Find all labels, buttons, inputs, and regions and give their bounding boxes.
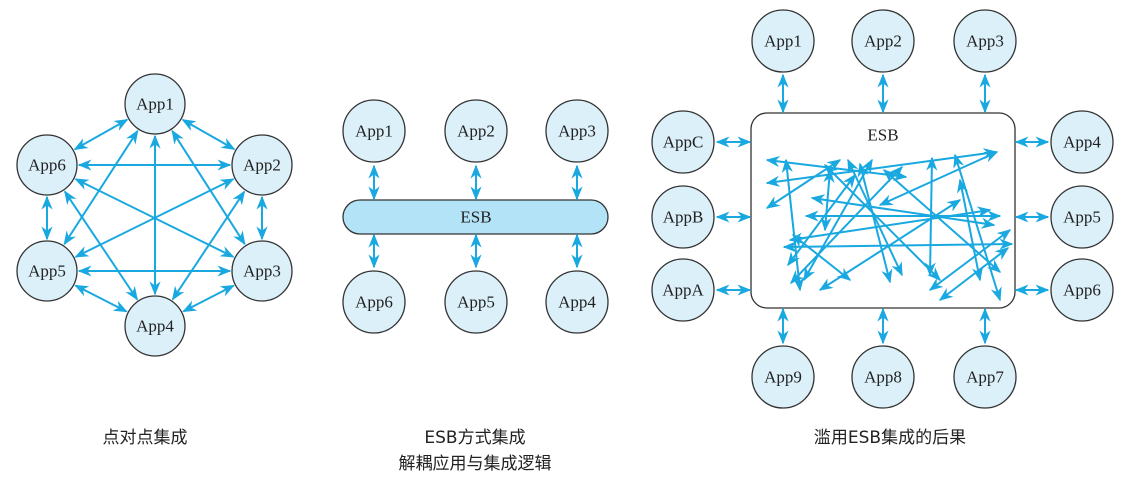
caption-line: 点对点集成 — [102, 428, 188, 448]
app-node-label: App1 — [355, 122, 393, 141]
app-node: App8 — [851, 345, 915, 409]
app-node-circle — [1050, 258, 1114, 322]
app-node: App1 — [342, 99, 406, 163]
app-node-label: App6 — [355, 293, 393, 312]
app-node: App1 — [124, 73, 186, 135]
app-node-circle — [751, 345, 815, 409]
connection-arrow — [820, 168, 835, 232]
app-node-circle — [444, 270, 508, 334]
app-node-circle — [651, 258, 715, 322]
caption-line: ESB方式集成 — [424, 428, 526, 448]
app-node-circle — [16, 134, 78, 196]
app-node-circle — [444, 99, 508, 163]
app-node-label: App5 — [457, 293, 495, 312]
app-node: App5 — [444, 270, 508, 334]
connection-arrow — [878, 151, 999, 206]
connection-arrow — [956, 178, 984, 282]
app-node-label: App8 — [864, 368, 902, 387]
esb-bus-label: ESB — [460, 208, 491, 227]
app-node-circle — [751, 9, 815, 73]
connection-arrow — [182, 284, 235, 313]
caption-line: 滥用ESB集成的后果 — [813, 428, 967, 448]
app-node: AppC — [651, 110, 715, 174]
caption-esb: ESB方式集成 解耦应用与集成逻辑 — [380, 425, 570, 477]
app-node: App3 — [231, 240, 293, 302]
app-node-circle — [342, 270, 406, 334]
app-node-label: App4 — [558, 293, 596, 312]
connection-arrow — [63, 190, 139, 301]
app-node: App2 — [851, 9, 915, 73]
app-node-label: App2 — [864, 32, 902, 51]
connection-arrow — [181, 118, 236, 151]
app-node: App2 — [231, 134, 293, 196]
app-node: App1 — [751, 9, 815, 73]
app-node-label: App1 — [136, 95, 174, 114]
app-node-circle — [851, 9, 915, 73]
app-node: App3 — [545, 99, 609, 163]
app-node: AppB — [651, 185, 715, 249]
app-node-label: App6 — [1063, 281, 1101, 300]
app-node-circle — [124, 295, 186, 357]
app-node: App4 — [124, 295, 186, 357]
caption-point-to-point: 点对点集成 — [60, 425, 230, 451]
app-node-label: AppC — [663, 133, 704, 152]
app-node-label: App4 — [136, 317, 174, 336]
app-node-circle — [16, 240, 78, 302]
app-node-label: App1 — [764, 32, 802, 51]
app-node-circle — [231, 134, 293, 196]
app-node: App6 — [16, 134, 78, 196]
connection-arrow — [74, 284, 128, 313]
app-node: AppA — [651, 258, 715, 322]
app-node: App7 — [953, 345, 1017, 409]
app-node-label: App2 — [457, 122, 495, 141]
app-node-label: App2 — [243, 156, 281, 175]
app-node-circle — [1050, 185, 1114, 249]
app-node-label: App5 — [28, 262, 66, 281]
app-node: App2 — [444, 99, 508, 163]
app-node-circle — [1050, 110, 1114, 174]
app-node: App9 — [751, 345, 815, 409]
app-node: App4 — [545, 270, 609, 334]
app-node-label: App4 — [1063, 133, 1101, 152]
app-node-label: AppA — [662, 281, 704, 300]
app-node-circle — [651, 110, 715, 174]
caption-line: 解耦应用与集成逻辑 — [398, 454, 552, 474]
app-node-circle — [342, 99, 406, 163]
app-node-label: App7 — [966, 368, 1004, 387]
app-node-label: App3 — [966, 32, 1004, 51]
app-node: App3 — [953, 9, 1017, 73]
app-node-label: AppB — [663, 208, 704, 227]
app-node-circle — [231, 240, 293, 302]
app-node: App5 — [1050, 185, 1114, 249]
app-node-label: App5 — [1063, 208, 1101, 227]
app-node-circle — [545, 99, 609, 163]
connection-arrow — [73, 118, 129, 151]
app-node-label: App3 — [558, 122, 596, 141]
app-node-circle — [124, 73, 186, 135]
caption-esb-abuse: 滥用ESB集成的后果 — [780, 425, 1000, 451]
app-node-circle — [545, 270, 609, 334]
app-node: App6 — [1050, 258, 1114, 322]
app-node-circle — [851, 345, 915, 409]
app-node-circle — [953, 345, 1017, 409]
app-node: App4 — [1050, 110, 1114, 174]
app-node-circle — [651, 185, 715, 249]
app-node-circle — [953, 9, 1017, 73]
app-node-label: App3 — [243, 262, 281, 281]
app-node: App5 — [16, 240, 78, 302]
app-node-label: App6 — [28, 156, 66, 175]
app-node: App6 — [342, 270, 406, 334]
app-node-label: App9 — [764, 368, 802, 387]
esb-box-label: ESB — [867, 126, 898, 145]
